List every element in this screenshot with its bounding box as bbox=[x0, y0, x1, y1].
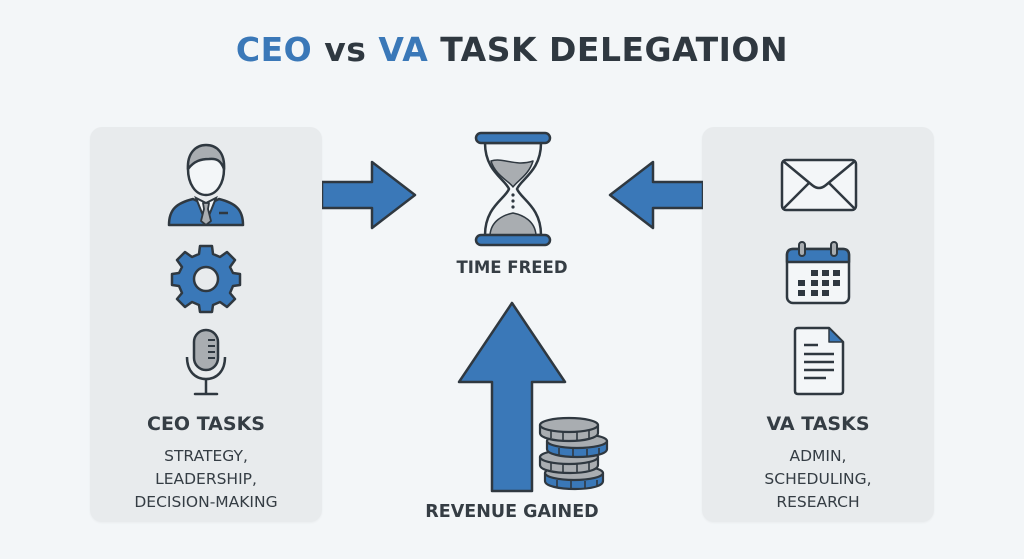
ceo-task-strategy: STRATEGY, bbox=[164, 447, 248, 465]
title-rest: TASK DELEGATION bbox=[428, 30, 789, 69]
va-tasks-heading: VA TASKS bbox=[766, 413, 870, 435]
va-task-scheduling: SCHEDULING, bbox=[764, 470, 872, 488]
microphone-icon bbox=[185, 328, 227, 396]
title-va: VA bbox=[378, 30, 429, 69]
up-arrow-icon bbox=[457, 301, 567, 493]
right-arrow-icon bbox=[322, 160, 417, 230]
calendar-icon bbox=[785, 241, 851, 305]
left-arrow-icon bbox=[608, 160, 703, 230]
va-tasks-panel: VA TASKS ADMIN, SCHEDULING, RESEARCH bbox=[702, 127, 934, 522]
coin-stack-icon bbox=[538, 416, 609, 491]
infographic-title: CEO vs VA TASK DELEGATION bbox=[0, 30, 1024, 69]
time-freed-label: TIME FREED bbox=[456, 258, 568, 277]
va-tasks-description: ADMIN, SCHEDULING, RESEARCH bbox=[702, 445, 934, 514]
hourglass-icon bbox=[474, 131, 552, 247]
ceo-task-leadership: LEADERSHIP, bbox=[155, 470, 257, 488]
gear-icon bbox=[170, 244, 242, 314]
va-task-research: RESEARCH bbox=[776, 493, 860, 511]
ceo-tasks-heading: CEO TASKS bbox=[147, 413, 265, 435]
ceo-tasks-panel: CEO TASKS STRATEGY, LEADERSHIP, DECISION… bbox=[90, 127, 322, 522]
ceo-task-decision-making: DECISION-MAKING bbox=[134, 493, 278, 511]
title-vs: vs bbox=[312, 30, 379, 69]
document-icon bbox=[793, 326, 845, 396]
envelope-icon bbox=[780, 158, 858, 212]
revenue-gained-label: REVENUE GAINED bbox=[425, 502, 599, 522]
title-ceo: CEO bbox=[235, 30, 313, 69]
ceo-tasks-description: STRATEGY, LEADERSHIP, DECISION-MAKING bbox=[90, 445, 322, 514]
businessman-icon bbox=[167, 143, 245, 227]
va-task-admin: ADMIN, bbox=[789, 447, 847, 465]
